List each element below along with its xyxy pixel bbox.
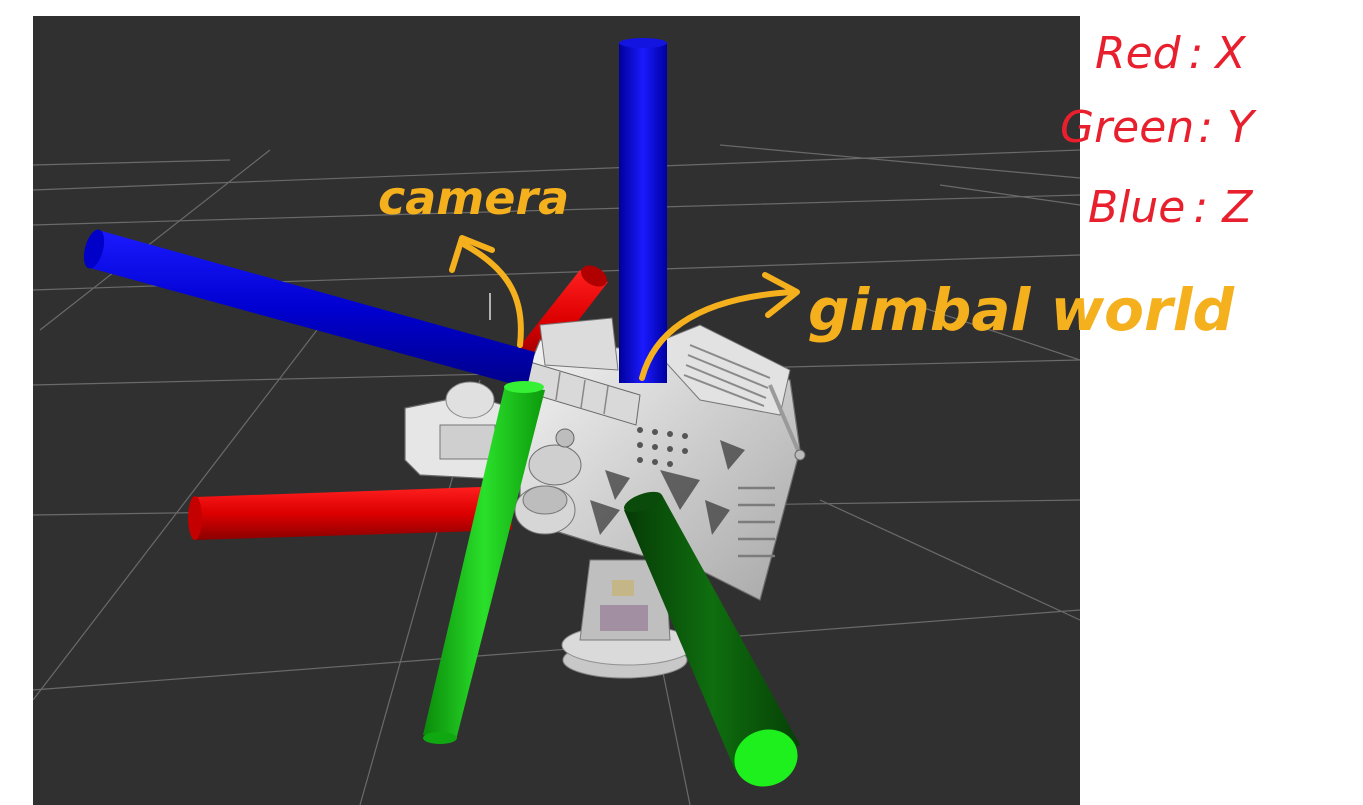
gimbal-world-arrowhead xyxy=(762,272,800,318)
camera-x-axis xyxy=(188,486,512,540)
gimbal-world-arrow xyxy=(639,289,795,381)
axis-color-legend: Red:X Green:Y Blue:Z xyxy=(1060,28,1257,233)
annotation-camera: camera xyxy=(378,171,569,348)
svg-text:Green:Y: Green:Y xyxy=(1060,102,1257,153)
legend-green-y: Green:Y xyxy=(1060,102,1257,153)
camera-y-axis xyxy=(423,381,545,744)
camera-arrowhead xyxy=(449,235,495,273)
gimbal-world-x-axis xyxy=(512,265,608,370)
gimbal-world-y-axis xyxy=(624,491,800,787)
camera-arrow xyxy=(462,242,524,348)
annotation-gimbal-world: gimbal world xyxy=(639,272,1234,381)
camera-z-axis xyxy=(83,229,535,388)
legend-green-label: Green xyxy=(1060,102,1194,153)
legend-red-label: Red xyxy=(1095,28,1182,79)
legend-blue-axis: Z xyxy=(1221,182,1253,233)
legend-blue-z: Blue:Z xyxy=(1088,182,1253,233)
svg-text:Red:X: Red:X xyxy=(1095,28,1246,79)
robot-gimbal-model xyxy=(404,317,806,679)
legend-red-axis: X xyxy=(1213,28,1246,79)
legend-green-axis: Y xyxy=(1227,102,1257,153)
svg-text:Blue:Z: Blue:Z xyxy=(1088,182,1253,233)
legend-red-x: Red:X xyxy=(1095,28,1246,79)
camera-label: camera xyxy=(378,171,569,225)
gimbal-world-label: gimbal world xyxy=(808,276,1234,344)
gimbal-world-z-axis xyxy=(619,38,667,383)
legend-blue-label: Blue xyxy=(1088,182,1185,233)
